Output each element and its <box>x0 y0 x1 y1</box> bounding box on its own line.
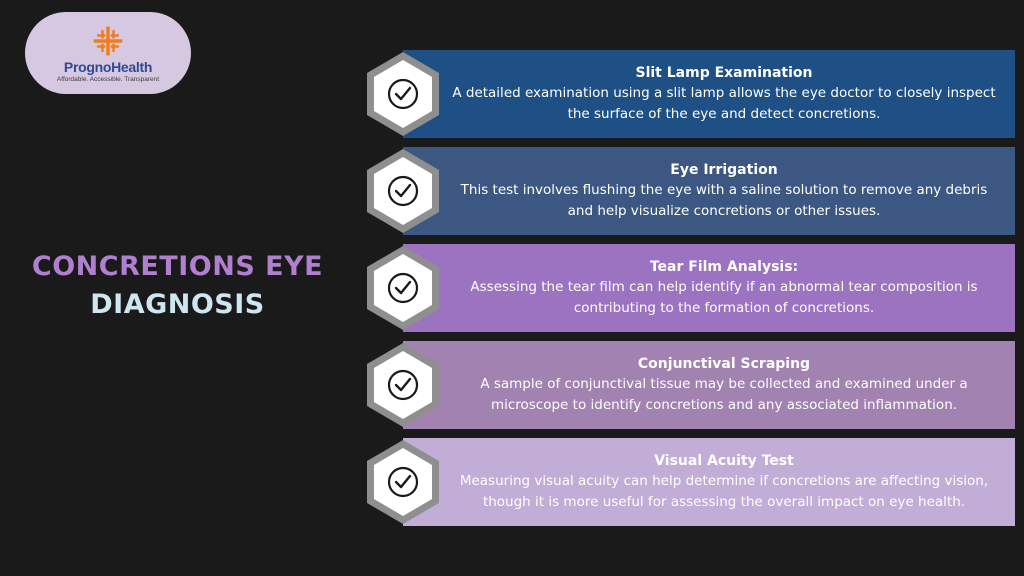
diagnosis-description-line2: the surface of the eye and detect concre… <box>567 106 881 122</box>
page-title: CONCRETIONS EYE DIAGNOSIS <box>0 248 355 324</box>
check-circle-icon <box>365 244 441 332</box>
diagnosis-item-eye-irrigation: Eye Irrigation This test involves flushi… <box>365 147 1015 235</box>
brand-logo: PrognoHealth Affordable. Accessible. Tra… <box>25 12 191 94</box>
diagnosis-title: Conjunctival Scraping <box>637 356 811 372</box>
check-circle-icon <box>365 341 441 429</box>
check-circle-icon <box>365 147 441 235</box>
diagnosis-card: Slit Lamp Examination A detailed examina… <box>403 50 1015 138</box>
diagnosis-description-line1: A sample of conjunctival tissue may be c… <box>480 376 968 392</box>
prognohealth-cross-icon <box>93 26 123 55</box>
diagnosis-item-tear-film: Tear Film Analysis: Assessing the tear f… <box>365 244 1015 332</box>
diagnosis-title: Tear Film Analysis: <box>649 259 799 275</box>
page-title-line1: CONCRETIONS EYE <box>31 251 324 282</box>
diagnosis-description-line2: though it is more useful for assessing t… <box>482 494 966 510</box>
diagnosis-title: Eye Irrigation <box>670 162 778 178</box>
page-title-line2: DIAGNOSIS <box>90 289 265 320</box>
brand-name: PrognoHealth <box>63 58 153 75</box>
diagnosis-item-visual-acuity: Visual Acuity Test Measuring visual acui… <box>365 438 1015 526</box>
check-circle-icon <box>365 438 441 526</box>
diagnosis-card: Tear Film Analysis: Assessing the tear f… <box>403 244 1015 332</box>
diagnosis-card: Eye Irrigation This test involves flushi… <box>403 147 1015 235</box>
check-circle-icon <box>365 50 441 138</box>
diagnosis-description-line1: This test involves flushing the eye with… <box>460 182 988 198</box>
diagnosis-description-line1: Measuring visual acuity can help determi… <box>459 473 989 489</box>
diagnosis-description-line1: A detailed examination using a slit lamp… <box>452 85 996 101</box>
diagnosis-description-line2: and help visualize concretions or other … <box>567 203 881 219</box>
diagnosis-title: Slit Lamp Examination <box>635 65 813 81</box>
brand-tagline: Affordable. Accessible. Transparent <box>56 75 160 83</box>
diagnosis-description-line1: Assessing the tear film can help identif… <box>470 279 978 295</box>
diagnosis-description-line2: microscope to identify concretions and a… <box>490 397 958 413</box>
diagnosis-description-line2: contributing to the formation of concret… <box>573 300 875 316</box>
diagnosis-card: Visual Acuity Test Measuring visual acui… <box>403 438 1015 526</box>
diagnosis-item-conjunctival-scraping: Conjunctival Scraping A sample of conjun… <box>365 341 1015 429</box>
diagnosis-card: Conjunctival Scraping A sample of conjun… <box>403 341 1015 429</box>
diagnosis-item-slit-lamp: Slit Lamp Examination A detailed examina… <box>365 50 1015 138</box>
diagnosis-title: Visual Acuity Test <box>654 453 794 469</box>
